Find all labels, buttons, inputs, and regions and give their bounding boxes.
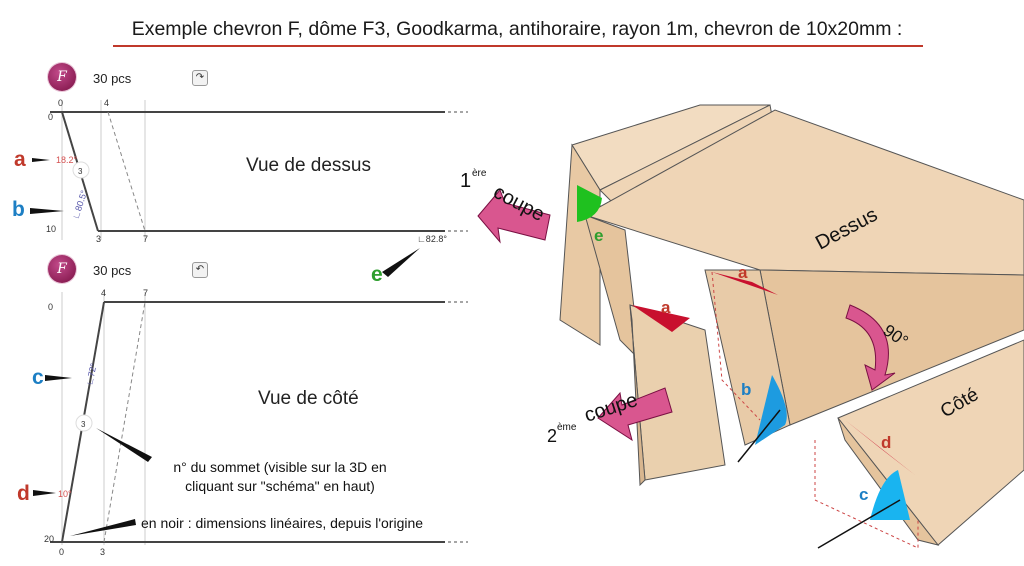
label-c-3d: c bbox=[859, 485, 868, 504]
tick-top-4: 4 bbox=[104, 98, 109, 108]
marker-d: d bbox=[17, 482, 30, 505]
cut1-superscript: ère bbox=[472, 168, 487, 179]
cut2-superscript: ème bbox=[557, 422, 577, 433]
tick-top-7-side: 7 bbox=[143, 288, 148, 298]
angle-a-label: 18.2° bbox=[56, 155, 78, 165]
rotate-button-top[interactable]: ↷ bbox=[192, 70, 208, 86]
side-view-diagram bbox=[50, 292, 468, 545]
tick-top-4-side: 4 bbox=[101, 288, 106, 298]
tick-bottom-0-side: 0 bbox=[59, 547, 64, 557]
tick-left-10: 10 bbox=[46, 224, 56, 234]
rotate-button-side[interactable]: ↶ bbox=[192, 262, 208, 278]
rotate-icon: ↶ bbox=[195, 264, 205, 275]
title-underline bbox=[113, 45, 923, 47]
rotate-icon: ↷ bbox=[195, 72, 205, 83]
page-title: Exemple chevron F, dôme F3, Goodkarma, a… bbox=[131, 18, 903, 40]
cut2-number: 2 bbox=[547, 426, 557, 446]
tick-bottom-3: 3 bbox=[96, 234, 101, 244]
marker-e: e bbox=[371, 263, 383, 286]
tick-left-20-side: 20 bbox=[44, 534, 54, 544]
quantity-side: 30 pcs bbox=[93, 263, 132, 278]
quantity-top: 30 pcs bbox=[93, 71, 132, 86]
angle-d-label: 10° bbox=[58, 489, 72, 499]
label-b-3d: b bbox=[741, 380, 751, 399]
label-a-piece: a bbox=[661, 298, 671, 317]
tick-left-0-side: 0 bbox=[48, 302, 53, 312]
marker-c: c bbox=[32, 366, 44, 389]
vertex-number-top: 3 bbox=[78, 167, 83, 176]
angle-e-label: ∟82.8° bbox=[417, 234, 447, 244]
angle-c-label: ∟72° bbox=[84, 362, 99, 386]
label-e-3d: e bbox=[594, 226, 603, 245]
vertex-number-side: 3 bbox=[81, 420, 86, 429]
tick-bottom-3-side: 3 bbox=[100, 547, 105, 557]
marker-b: b bbox=[12, 198, 25, 221]
side-view-label: Vue de côté bbox=[258, 388, 359, 409]
top-view-label: Vue de dessus bbox=[246, 155, 371, 176]
label-a-board: a bbox=[738, 263, 748, 282]
label-d-3d: d bbox=[881, 433, 891, 452]
chevron-badge-side[interactable]: F bbox=[48, 255, 76, 283]
tick-left-0: 0 bbox=[48, 112, 53, 122]
vertex-note: n° du sommet (visible sur la 3D en cliqu… bbox=[173, 459, 387, 494]
black-note: en noir : dimensions linéaires, depuis l… bbox=[141, 515, 424, 531]
cut1-number: 1 bbox=[460, 170, 471, 192]
tick-top-0: 0 bbox=[58, 98, 63, 108]
marker-a: a bbox=[14, 148, 26, 171]
chevron-badge-top[interactable]: F bbox=[48, 63, 76, 91]
top-view-diagram bbox=[50, 100, 468, 240]
tick-bottom-7: 7 bbox=[143, 234, 148, 244]
